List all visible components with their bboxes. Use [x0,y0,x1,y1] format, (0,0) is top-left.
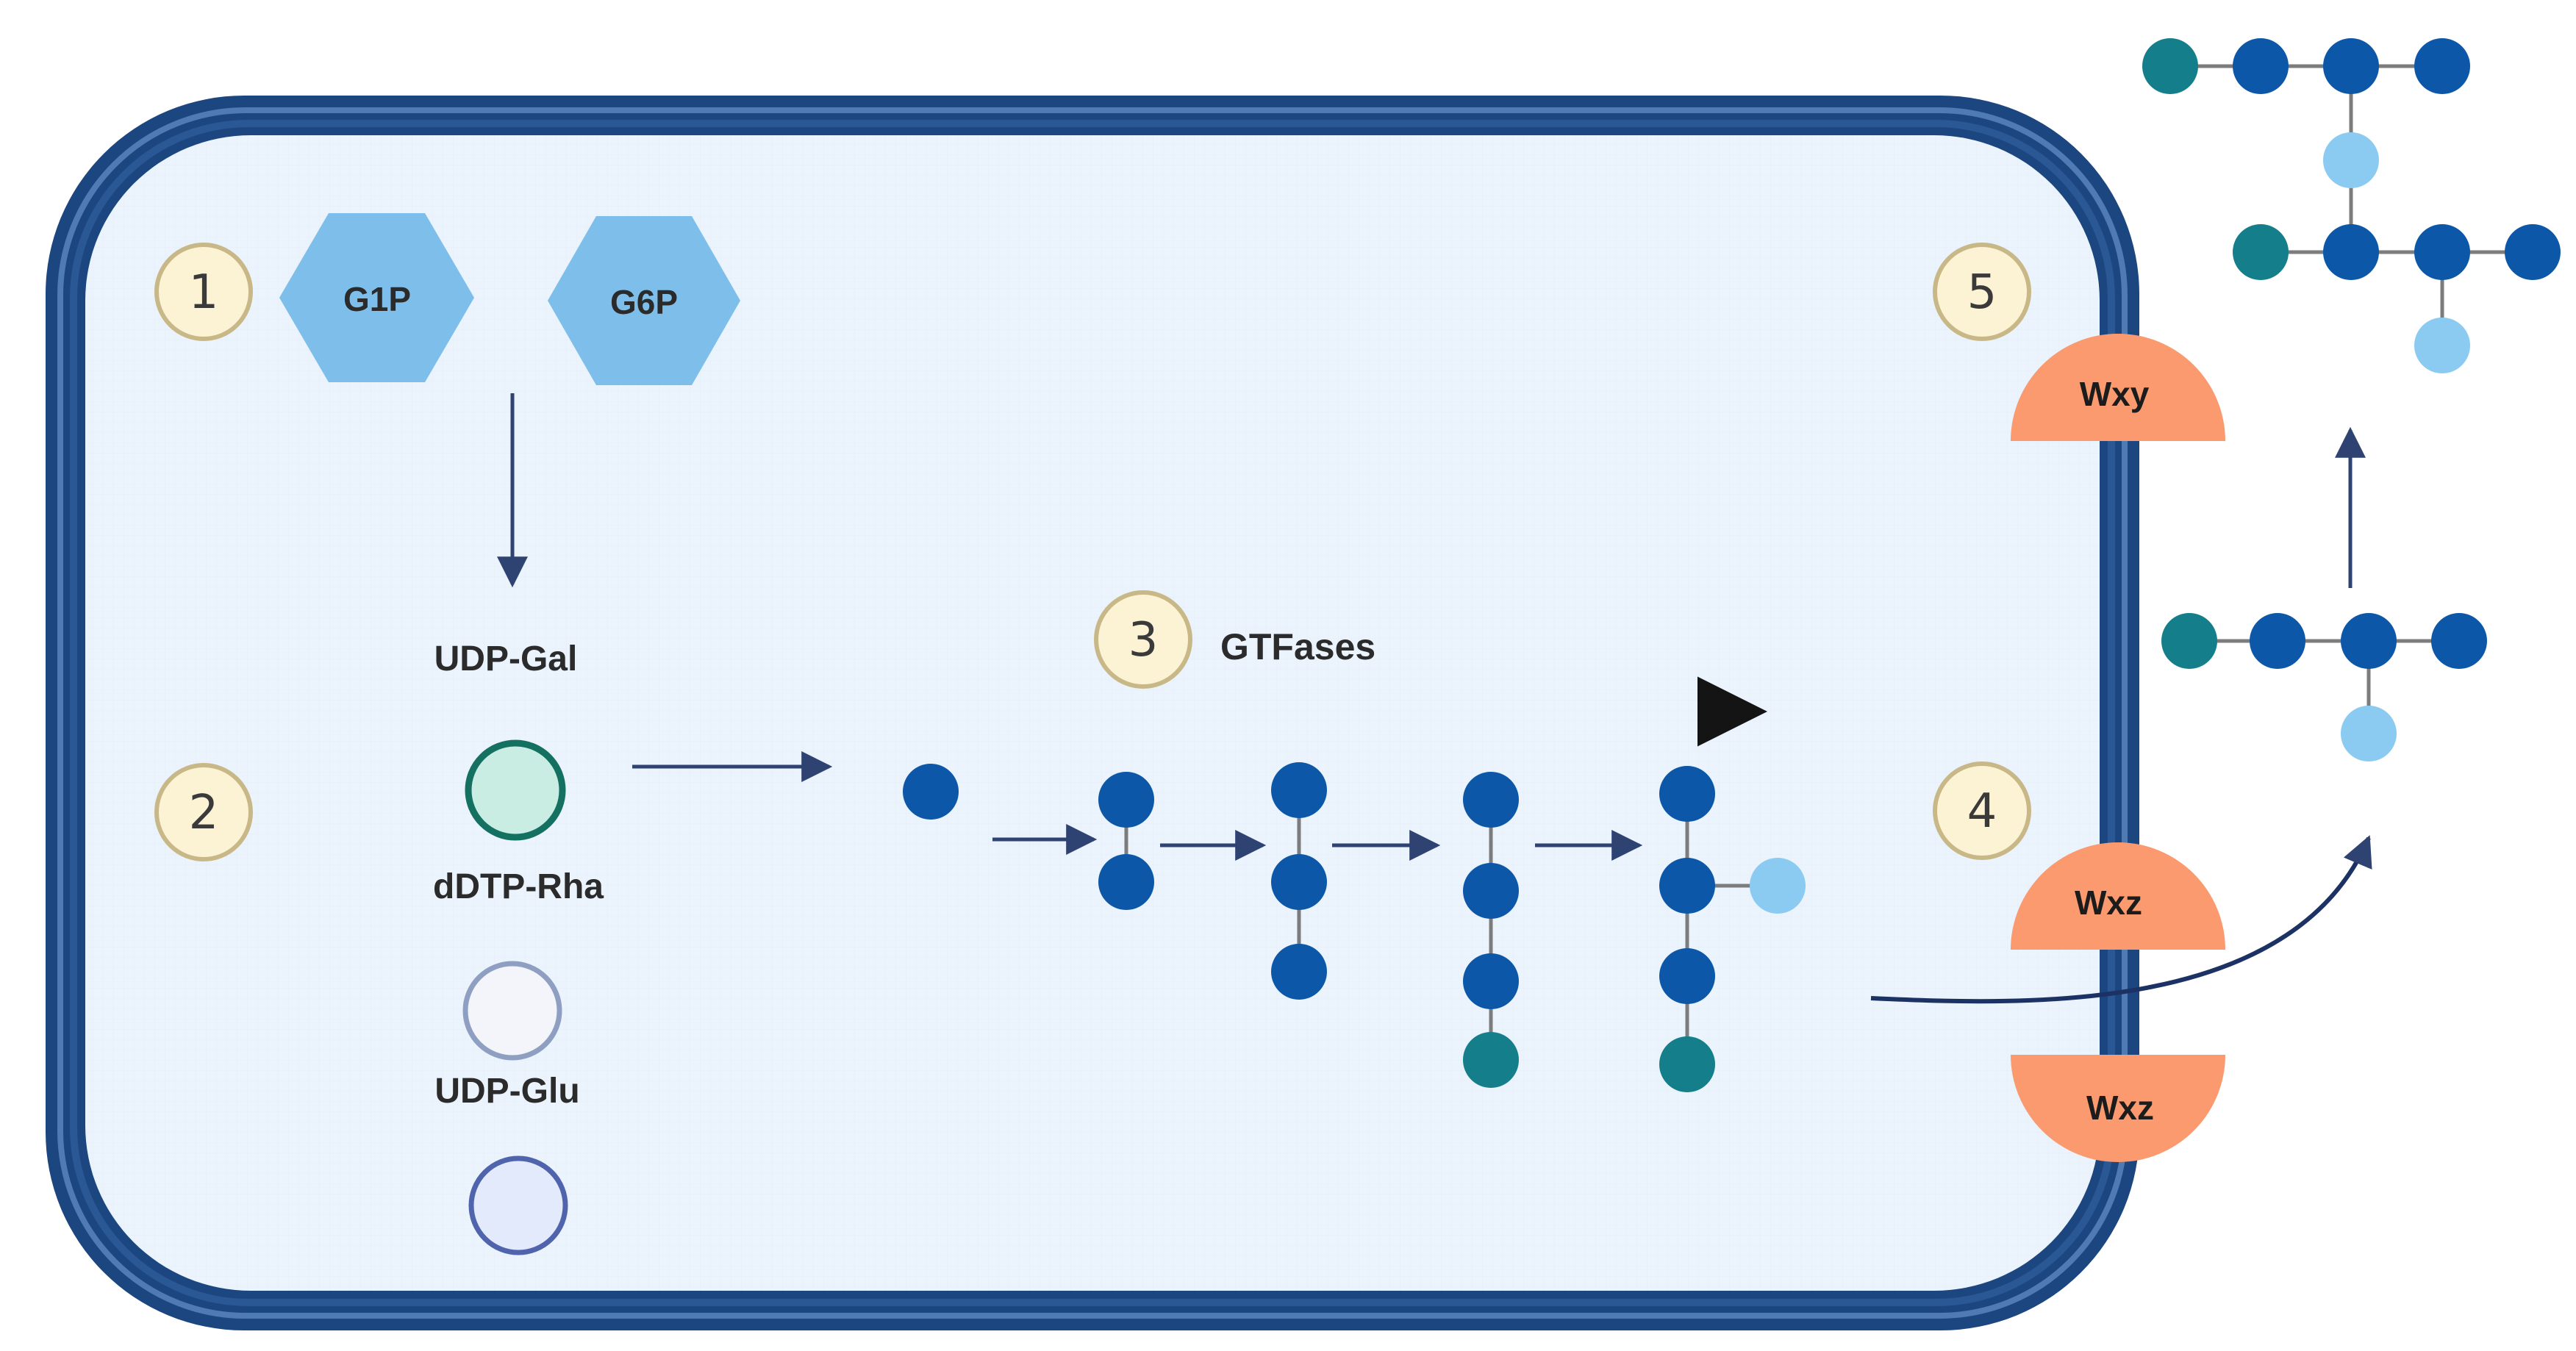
sugar-dark-blue [1271,854,1327,910]
sugar-teal [2142,38,2198,94]
sugar-dark-blue [2323,38,2379,94]
g1p-hexagon: G1P [279,213,474,382]
sugar-dark-blue [2341,613,2397,669]
step-badge-4: 4 [1933,761,2031,860]
sugar-dark-blue [2414,224,2470,280]
semicircle-icon [2011,842,2225,950]
semicircle-icon [2011,1055,2225,1162]
gtfases-label: GTFases [1220,626,1375,667]
sugar-light-blue [2323,132,2379,188]
udp-glu-circle [468,1155,568,1255]
cell-wall-highlight [57,107,2128,1319]
sugar-teal [2161,613,2217,669]
step-number-1: 1 [189,265,219,320]
sugar-dark-blue [2233,38,2289,94]
wxz-enzyme-bottom: Wxz [2011,1055,2225,1162]
dtdp-rha-circle [462,961,562,1061]
wxz-bottom-label: Wxz [2086,1089,2154,1127]
sugar-dark-blue [1659,948,1715,1004]
sugar-dark-blue [2323,224,2379,280]
export-curved-arrow [1870,835,2372,1004]
udp-gal-circle [465,739,566,841]
step-number-3: 3 [1128,613,1159,667]
dtdp-rha-label: dDTP-Rha [433,867,604,906]
sugar-light-blue [2414,318,2470,373]
step-number-4: 4 [1967,784,1997,839]
wxz-enzyme-top: Wxz [2011,842,2225,950]
sugar-dark-blue [2250,613,2305,669]
sugar-dark-blue [1659,858,1715,914]
sugar-dark-blue [1098,772,1154,828]
udp-gal-label: UDP-Gal [434,639,578,678]
sugar-dark-blue [1271,762,1327,818]
step-badge-3: 3 [1094,590,1192,689]
sugar-dark-blue [1463,772,1519,828]
udp-glu-label: UDP-Glu [434,1072,579,1111]
sugar-teal [2233,224,2289,280]
sugar-light-blue [2341,706,2397,761]
step-number-5: 5 [1967,265,1997,320]
sugar-dark-blue [1271,944,1327,1000]
g6p-hexagon: G6P [548,216,740,385]
sugar-dark-blue [1659,766,1715,822]
sugar-dark-blue [1463,863,1519,919]
hexagon-icon [279,213,474,382]
semicircle-icon [2011,334,2225,441]
step-badge-5: 5 [1933,243,2031,341]
wxy-enzyme: Wxy [2011,334,2225,441]
wxy-label: Wxy [2080,375,2150,413]
cell-wall-inner [70,120,2115,1306]
step-badge-1: 1 [154,243,253,341]
g6p-label: G6P [610,283,678,321]
sugar-light-blue [1750,858,1806,914]
g1p-label: G1P [343,280,411,318]
sugar-teal [1463,1032,1519,1088]
sugar-dark-blue [2431,613,2487,669]
sugar-teal [1659,1036,1715,1092]
sugar-dark-blue [1463,953,1519,1009]
sugar-dark-blue [2414,38,2470,94]
wxz-top-label: Wxz [2075,884,2142,922]
sugar-dark-blue [2505,224,2561,280]
hexagon-icon [548,216,740,385]
sugar-dark-blue [903,764,959,820]
step-badge-2: 2 [154,763,253,861]
step-number-2: 2 [189,786,219,840]
sugar-dark-blue [1098,854,1154,910]
